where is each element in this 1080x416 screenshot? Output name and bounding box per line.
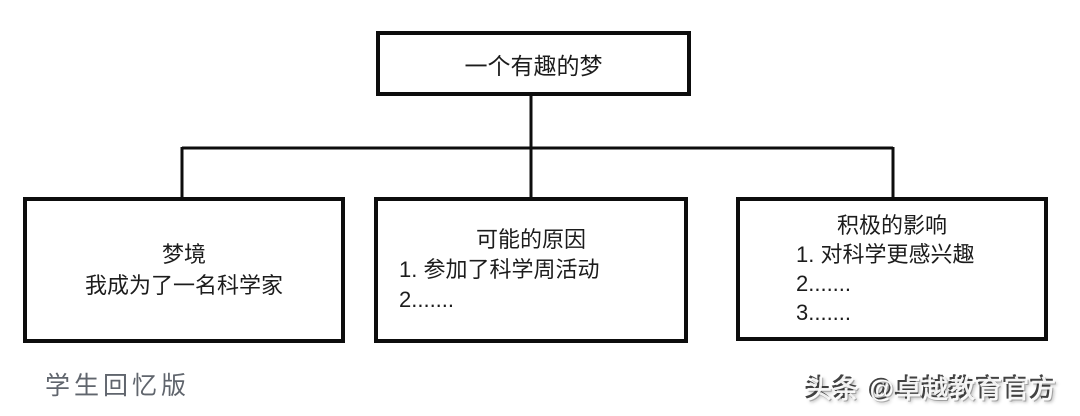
list-item: 2.......	[796, 271, 852, 296]
list-item: 2.......	[399, 287, 455, 312]
root-node: 一个有趣的梦	[376, 31, 691, 96]
node-reason-items: 1. 参加了科学周活动 2.......	[378, 255, 684, 315]
node-effect-title: 积极的影响	[836, 213, 947, 238]
list-item: 1. 参加了科学周活动	[399, 257, 600, 282]
root-node-label: 一个有趣的梦	[464, 52, 603, 79]
version-caption: 学生回忆版	[45, 372, 191, 400]
node-dream: 梦境 我成为了一名科学家	[23, 197, 345, 343]
node-effect-items: 1. 对科学更感兴趣 2....... 3.......	[740, 240, 1044, 327]
list-item: 1. 对科学更感兴趣	[796, 242, 975, 267]
node-reason: 可能的原因 1. 参加了科学周活动 2.......	[374, 197, 688, 343]
toutiao-watermark: 头条 @卓越教育官方	[806, 376, 1058, 404]
node-reason-title: 可能的原因	[475, 227, 586, 252]
node-dream-text: 我成为了一名科学家	[84, 273, 283, 298]
node-effect: 积极的影响 1. 对科学更感兴趣 2....... 3.......	[736, 197, 1048, 341]
list-item: 3.......	[796, 300, 852, 325]
node-dream-title: 梦境	[161, 242, 206, 267]
